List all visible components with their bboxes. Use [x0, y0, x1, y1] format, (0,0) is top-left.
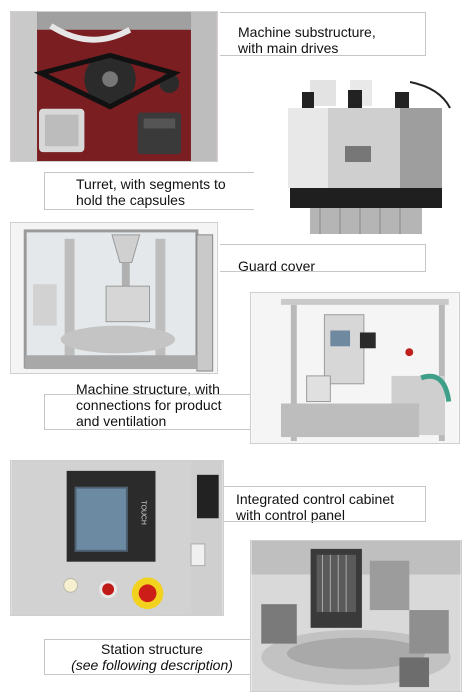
machine-structure-photo — [250, 292, 460, 444]
caption-machine-substructure: Machine substructure, with main drives — [238, 24, 376, 56]
caption-line: Machine substructure, — [238, 24, 376, 40]
caption-station-structure: Station structure (see following descrip… — [60, 641, 244, 673]
caption-line: with main drives — [238, 40, 339, 56]
touch-panel-brand: TOUCH — [140, 500, 147, 524]
caption-line: connections for product — [76, 397, 222, 413]
caption-control-cabinet: Integrated control cabinet with control … — [236, 491, 394, 523]
guard-cover-photo — [10, 222, 218, 374]
caption-line: with control panel — [236, 507, 345, 523]
caption-turret: Turret, with segments to hold the capsul… — [76, 176, 226, 208]
control-cabinet-photo: TOUCH — [10, 460, 224, 616]
caption-guard-cover: Guard cover — [238, 258, 315, 274]
caption-line: Guard cover — [238, 258, 316, 274]
caption-machine-structure: Machine structure, with connections for … — [76, 381, 222, 429]
turret-photo — [250, 78, 460, 236]
caption-line: Machine structure, with — [76, 381, 220, 397]
caption-line: (see following description) — [71, 657, 233, 673]
caption-line: Station structure — [101, 641, 203, 657]
caption-line: Integrated control cabinet — [236, 491, 394, 507]
caption-line: Turret, with segments to — [76, 176, 226, 192]
machine-drives-photo — [10, 11, 218, 162]
caption-line: and ventilation — [76, 413, 167, 429]
caption-line: hold the capsules — [76, 192, 185, 208]
station-structure-photo — [250, 540, 462, 692]
